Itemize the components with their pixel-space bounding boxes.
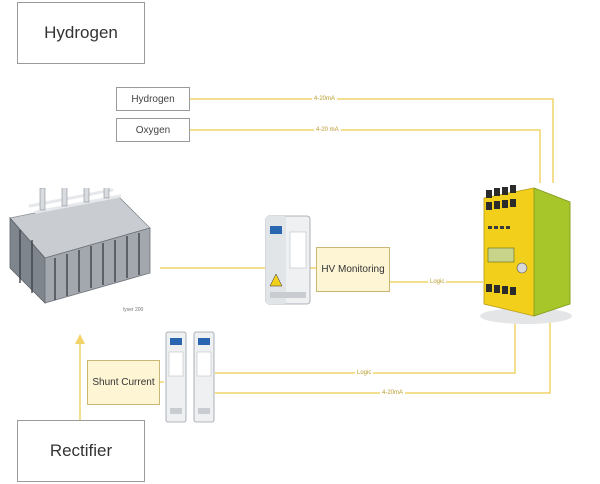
hv-monitoring-label: HV Monitoring [321, 264, 385, 275]
rectifier-title-box: Rectifier [17, 420, 145, 482]
wire-shunt-logic [215, 315, 516, 374]
electrolyser-image [9, 188, 151, 304]
oxygen-sensor-label: Oxygen [135, 124, 171, 136]
hydrogen-sensor-box: Hydrogen [116, 87, 190, 111]
wire-label-shunt-logic: Logic [355, 370, 374, 377]
electrolyser-caption: lyser 200 [123, 307, 144, 313]
wire-label-shunt-signal: 4-20mA [380, 390, 406, 397]
shunt-current-label: Shunt Current [92, 377, 155, 388]
oxygen-sensor-box: Oxygen [116, 118, 190, 142]
shunt-modules-image [165, 331, 215, 423]
hydrogen-title-box: Hydrogen [17, 2, 145, 64]
safety-relay-image [480, 185, 572, 324]
hv-monitoring-box: HV Monitoring [316, 247, 390, 292]
hydrogen-sensor-label: Hydrogen [131, 93, 175, 105]
wire-label-oxygen: 4-20 mA [314, 127, 341, 134]
arrow-up-icon [75, 334, 85, 344]
wire-label-hv-logic: Logic [428, 279, 447, 286]
wire-label-hydrogen: 4-20mA [312, 96, 338, 103]
wire-oxygen [190, 129, 541, 183]
rectifier-title: Rectifier [49, 441, 113, 460]
shunt-current-box: Shunt Current [87, 360, 160, 405]
hydrogen-title: Hydrogen [44, 23, 118, 42]
wire-hydrogen [190, 98, 554, 183]
wire-shunt-signal [215, 315, 551, 394]
hv-module-image [265, 215, 311, 305]
